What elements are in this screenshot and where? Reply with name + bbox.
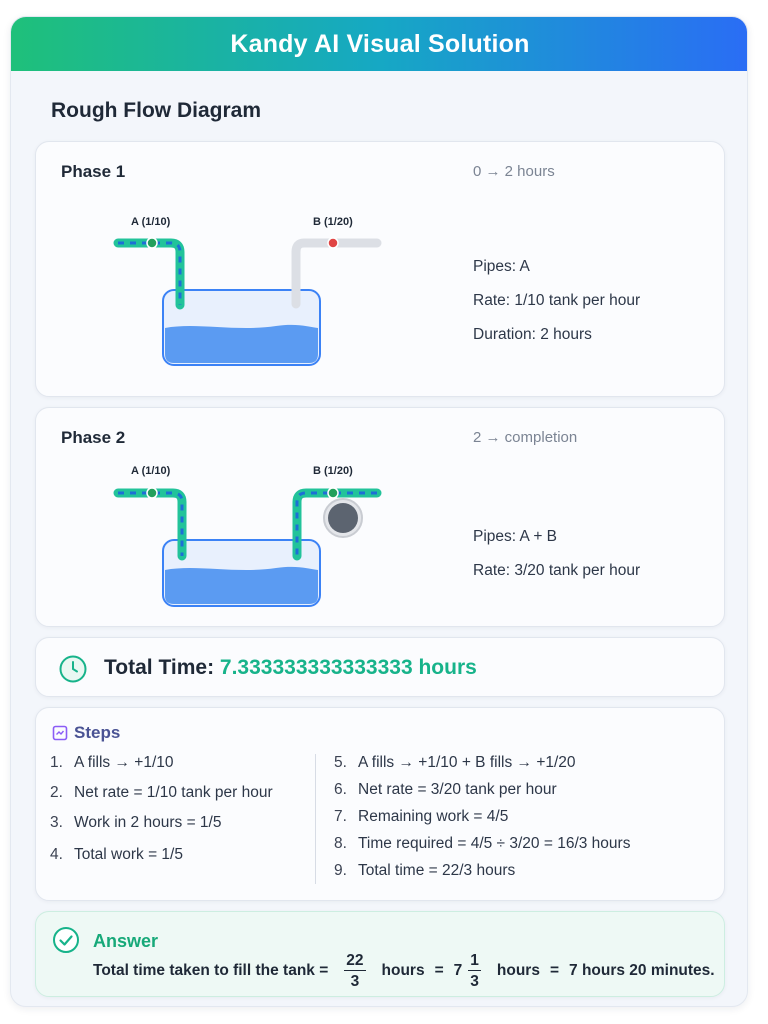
total-time: Total Time: 7.333333333333333 hours — [104, 656, 477, 680]
diagram-title: Rough Flow Diagram — [51, 99, 261, 122]
clock-icon — [59, 655, 87, 683]
step-item: 9.Total time = 22/3 hours — [334, 862, 516, 879]
phase-2-rate: Rate: 3/20 tank per hour — [473, 562, 641, 579]
pipe-a-label: A (1/10) — [131, 216, 171, 228]
phase-2-pipes: Pipes: A + B — [473, 528, 558, 545]
step-item: 1.A fills → +1/10 — [50, 754, 174, 771]
app-title: Kandy AI Visual Solution — [230, 29, 530, 58]
pipe-b — [292, 487, 382, 561]
step-item: 4.Total work = 1/5 — [50, 846, 183, 863]
phase-1-diagram: A (1/10) B (1/20) — [113, 216, 382, 366]
step-item: 3.Work in 2 hours = 1/5 — [50, 814, 222, 831]
step-item: 7.Remaining work = 4/5 — [334, 808, 509, 825]
solution-card: Kandy AI Visual Solution Rough Flow Diag… — [10, 16, 748, 1007]
phase-2-title: Phase 2 — [61, 428, 126, 447]
pipe-a — [113, 487, 187, 561]
answer-statement: Total time taken to fill the tank = 22 3… — [93, 951, 715, 991]
pipe-b-label: B (1/20) — [313, 465, 353, 477]
pipe-b-valve — [327, 237, 339, 249]
tank — [162, 289, 321, 366]
phase-1-duration: Duration: 2 hours — [473, 326, 592, 343]
answer-title: Answer — [93, 931, 159, 951]
total-time-panel: Total Time: 7.333333333333333 hours — [35, 637, 725, 697]
answer-unit-2: hours — [496, 962, 540, 979]
phase-2-panel: Phase 2 2 → completion A (1/10) B (1/20) — [35, 407, 725, 627]
pipe-b — [291, 237, 382, 309]
step-item: 5.A fills → +1/10 + B fills → +1/20 — [334, 754, 576, 771]
total-time-label: Total Time: — [104, 656, 215, 679]
phase-1-rate: Rate: 1/10 tank per hour — [473, 292, 641, 309]
flow-indicator — [323, 498, 363, 538]
answer-prefix: Total time taken to fill the tank = — [93, 962, 329, 979]
phase-1-title: Phase 1 — [61, 162, 126, 181]
pipe-a-valve — [146, 487, 158, 499]
steps-title: Steps — [74, 723, 121, 742]
steps-panel: Steps 1.A fills → +1/10 2.Net rate = 1/1… — [35, 707, 725, 901]
phase-1-range: 0 → 2 hours — [473, 163, 555, 180]
steps-divider — [315, 754, 316, 884]
total-time-value: 7.333333333333333 hours — [219, 656, 477, 679]
answer-equals-2: = — [434, 962, 444, 979]
notes-icon — [52, 725, 68, 741]
step-item: 2.Net rate = 1/10 tank per hour — [50, 784, 273, 801]
phase-1-panel: Phase 1 0 → 2 hours A (1/10) B (1/20) Pi… — [35, 141, 725, 397]
header-bar: Kandy AI Visual Solution — [11, 17, 747, 71]
pipe-b-valve — [327, 487, 339, 499]
phase-2-range: 2 → completion — [473, 429, 578, 446]
tank — [162, 539, 321, 607]
answer-unit-1: hours — [381, 962, 425, 979]
step-item: 6.Net rate = 3/20 tank per hour — [334, 781, 557, 798]
water-level — [165, 566, 318, 604]
phase-1-pipes: Pipes: A — [473, 258, 530, 275]
answer-equals-3: = — [549, 962, 560, 979]
step-item: 8.Time required = 4/5 ÷ 3/20 = 16/3 hour… — [334, 835, 631, 852]
pipe-b-label: B (1/20) — [313, 216, 353, 228]
pipe-a-label: A (1/10) — [131, 465, 171, 477]
pipe-a-valve — [146, 237, 158, 249]
answer-panel: Answer Total time taken to fill the tank… — [35, 911, 725, 997]
answer-result: 7 hours 20 minutes. — [569, 962, 715, 979]
pipe-a — [113, 237, 185, 310]
answer-whole: 7 — [453, 962, 463, 979]
water-level — [165, 324, 318, 363]
phase-2-diagram: A (1/10) B (1/20) — [113, 465, 382, 607]
check-circle-icon — [53, 927, 79, 953]
fraction-1-3: 1 3 — [468, 951, 481, 990]
fraction-22-3: 22 3 — [344, 951, 366, 990]
